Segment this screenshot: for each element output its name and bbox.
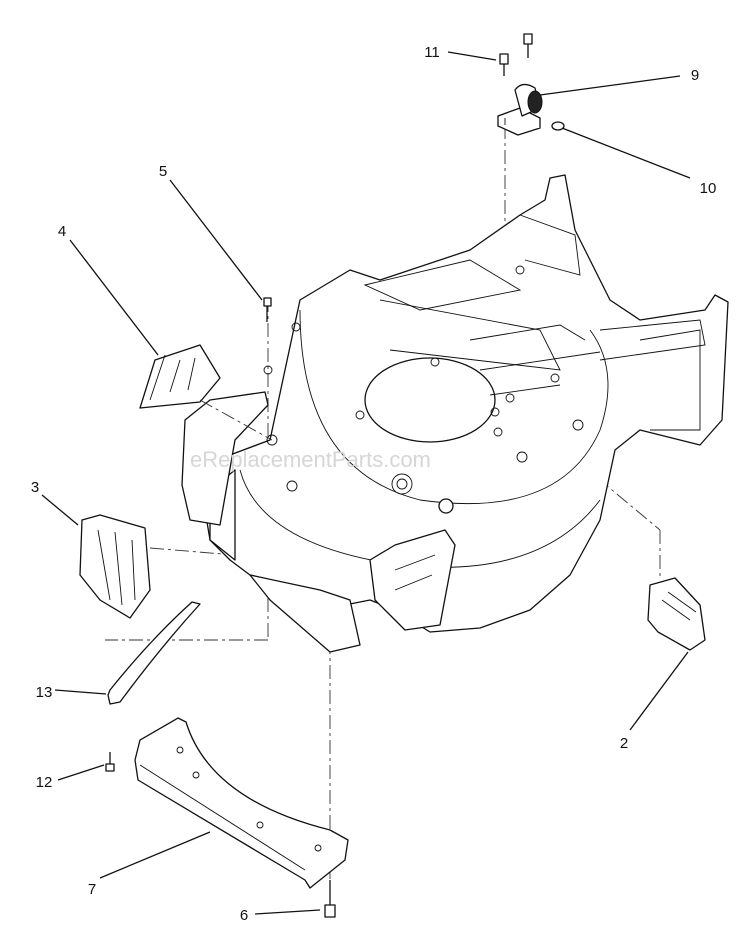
callout-11: 11 (424, 44, 440, 61)
part-11-screws (499, 33, 533, 76)
part-2-baffle (647, 577, 706, 651)
callout-9: 9 (691, 67, 699, 84)
part-4-baffle (139, 344, 273, 441)
callout-12: 12 (36, 774, 53, 791)
callout-4: 4 (58, 223, 66, 240)
callout-7: 7 (88, 881, 96, 898)
callout-2: 2 (620, 735, 628, 752)
part-13-arc-baffle (107, 601, 201, 705)
part-6-bolt (324, 880, 336, 918)
part-9-wash-port-elbow (497, 83, 543, 136)
part-7-baffle-plate (134, 717, 349, 889)
callout-labels: 9 10 11 5 4 3 13 12 7 6 2 (31, 44, 717, 924)
part-5-screw (263, 297, 272, 322)
part-3-baffle (79, 514, 151, 619)
mower-deck-housing (181, 174, 729, 653)
watermark: eReplacementParts.com (190, 447, 431, 472)
leader-lines (41, 51, 691, 915)
callout-10: 10 (700, 180, 717, 197)
callout-6: 6 (240, 907, 248, 924)
part-10-o-ring (551, 121, 565, 131)
callout-3: 3 (31, 479, 39, 496)
callout-5: 5 (159, 163, 167, 180)
part-12-screw (105, 752, 115, 772)
callout-13: 13 (36, 684, 53, 701)
